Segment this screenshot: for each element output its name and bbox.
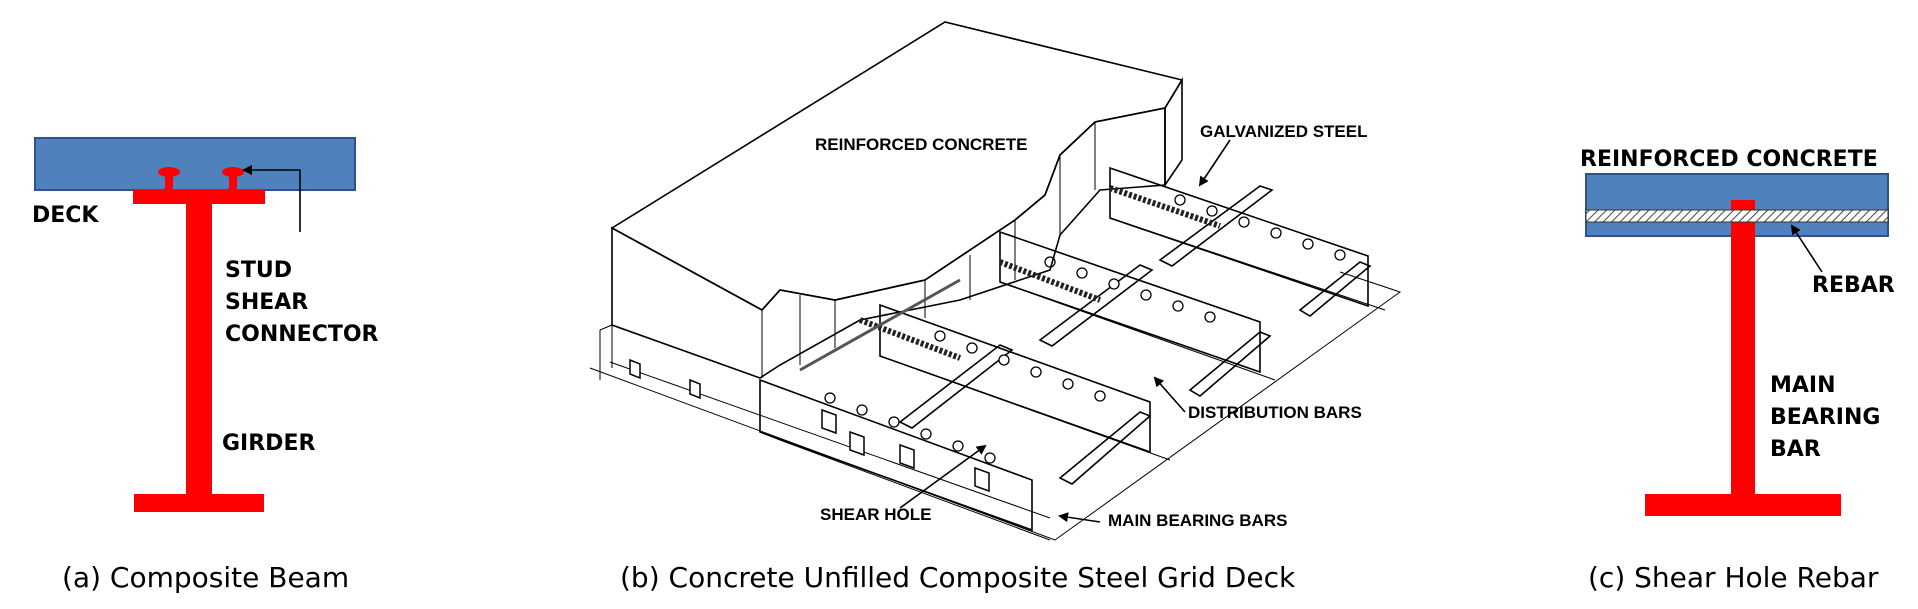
rebar-leader xyxy=(1790,224,1823,273)
panel-b-steel-grid-deck: REINFORCED CONCRETE GALVANIZED STEEL DIS… xyxy=(589,21,1402,594)
main-bearing-bar-1 xyxy=(759,378,1051,541)
main-bearing-bar-line2: BEARING xyxy=(1770,405,1880,430)
main-bearing-bar-2 xyxy=(879,303,1171,461)
stud-shear-connector-left xyxy=(158,167,180,191)
rebar-label: REBAR xyxy=(1812,273,1895,298)
girder-top-flange xyxy=(133,190,265,204)
stud-shear-connector-right xyxy=(222,167,244,191)
girder-label: GIRDER xyxy=(222,431,315,456)
main-bearing-bar-line1: MAIN xyxy=(1770,373,1836,398)
shear-hole-label: SHEAR HOLE xyxy=(820,505,931,524)
distribution-bars xyxy=(898,185,1372,485)
distribution-bars-leader xyxy=(1153,376,1186,413)
main-bearing-bar-3 xyxy=(999,230,1276,381)
panel-c-shear-hole-rebar: REINFORCED CONCRETE REBAR MAIN BEARING B… xyxy=(1580,147,1895,594)
main-bearing-bars-label: MAIN BEARING BARS xyxy=(1108,511,1287,530)
concrete-block xyxy=(599,21,1184,379)
stud-leader-arrow xyxy=(242,165,301,232)
panel-a-composite-beam: DECK STUD SHEAR CONNECTOR GIRDER (a) Com… xyxy=(32,137,379,594)
galvanized-steel-label: GALVANIZED STEEL xyxy=(1200,122,1368,141)
distribution-bars-label: DISTRIBUTION BARS xyxy=(1188,403,1362,422)
main-bearing-bar-4 xyxy=(1109,166,1386,311)
girder-bottom-flange xyxy=(134,494,264,512)
girder-web xyxy=(186,204,212,496)
main-bearing-bars-leader xyxy=(1058,512,1101,523)
galvanized-steel-leader xyxy=(1198,139,1231,187)
shear-holes xyxy=(824,194,1346,464)
stud-label-line1: STUD xyxy=(225,258,292,283)
panel-c-caption: (c) Shear Hole Rebar xyxy=(1588,561,1879,594)
main-bearing-bar-web xyxy=(1731,200,1755,498)
stud-label-line3: CONNECTOR xyxy=(225,322,379,347)
rebars xyxy=(799,185,1221,372)
panel-b-caption: (b) Concrete Unfilled Composite Steel Gr… xyxy=(620,561,1296,594)
shear-hole-leader xyxy=(899,444,987,509)
panel-a-caption: (a) Composite Beam xyxy=(62,561,349,594)
main-bearing-bar-flange xyxy=(1645,494,1841,516)
reinforced-concrete-label: REINFORCED CONCRETE xyxy=(815,135,1028,154)
deck-slab xyxy=(34,137,356,191)
main-bearing-bar-line3: BAR xyxy=(1770,437,1821,462)
reinforced-concrete-title: REINFORCED CONCRETE xyxy=(1580,147,1878,172)
stud-label-line2: SHEAR xyxy=(225,290,308,315)
square-openings xyxy=(629,358,990,493)
rebar-strip xyxy=(1585,209,1889,223)
deck-label: DECK xyxy=(32,203,99,228)
